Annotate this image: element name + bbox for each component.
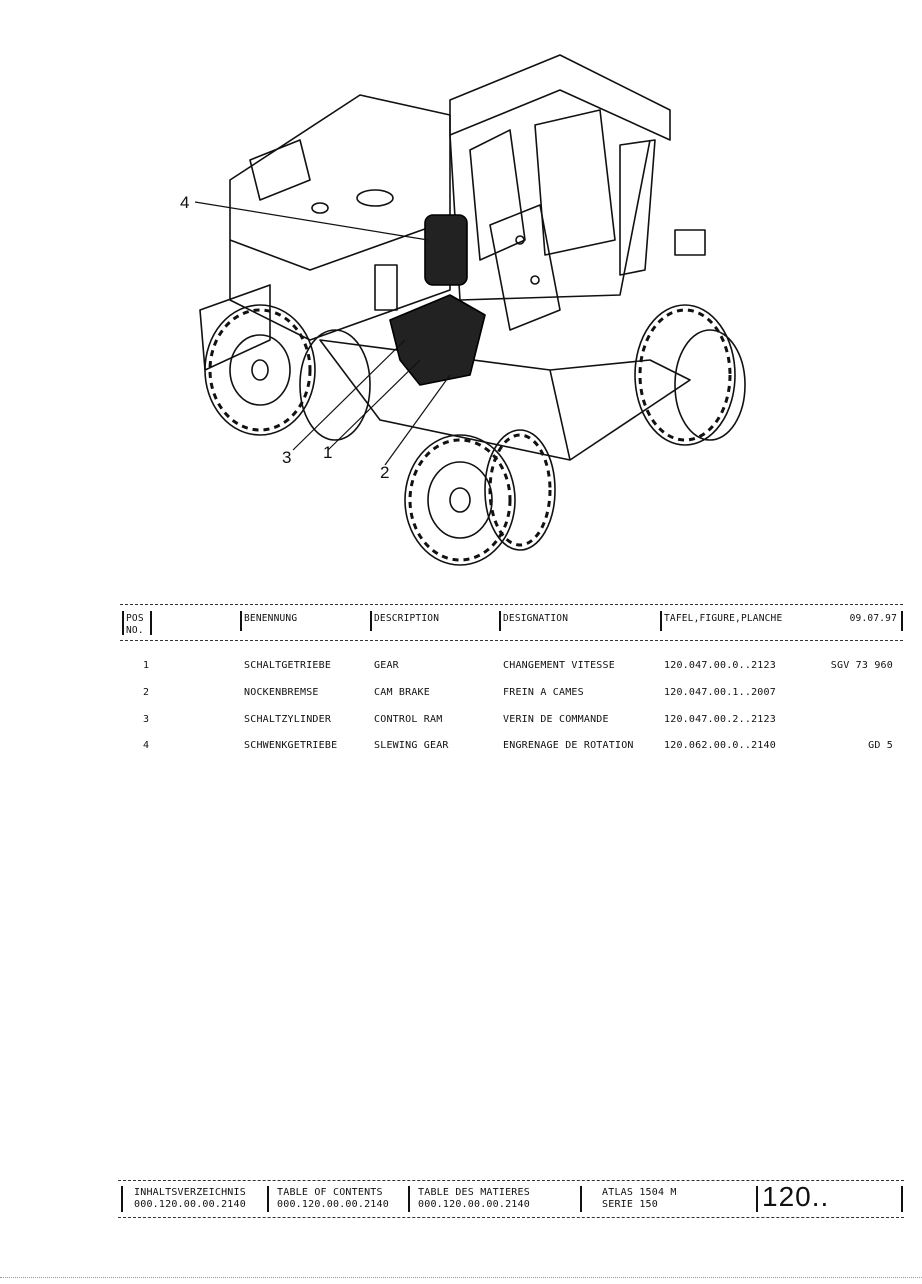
row-tafel: 120.047.00.1..2007 [664, 687, 776, 698]
cab-front-window [619, 139, 656, 276]
row-description: SLEWING GEAR [374, 740, 449, 751]
footer-top-rule [118, 1180, 904, 1181]
page-number: 120.. [762, 1181, 830, 1212]
wheel-front-left [404, 429, 556, 566]
boom-base [489, 204, 561, 331]
row-benennung: SCHALTZYLINDER [244, 714, 332, 725]
cab-door-window [469, 129, 526, 261]
header-no: NO. [126, 625, 144, 636]
header-tafel: TAFEL,FIGURE,PLANCHE [664, 613, 783, 624]
cab-roof [449, 54, 671, 141]
row-tafel: 120.062.00.0..2140 [664, 740, 776, 751]
mirror-left [374, 264, 398, 311]
row-description: GEAR [374, 660, 399, 671]
callout-3: 3 [282, 448, 292, 467]
row-tafel: 120.047.00.2..2123 [664, 714, 776, 725]
row-description: CONTROL RAM [374, 714, 443, 725]
footer-table-of-contents: TABLE OF CONTENTS [277, 1187, 383, 1198]
callout-2: 2 [380, 463, 390, 482]
header-top-rule [120, 604, 903, 605]
engine-grille [249, 139, 311, 201]
row-note: SGV 73 960 [830, 660, 893, 671]
row-benennung: SCHWENKGETRIEBE [244, 740, 338, 751]
excavator-illustration [194, 54, 746, 566]
cab-side-window [534, 109, 616, 256]
row-note: GD 5 [868, 740, 893, 751]
header-date: 09.07.97 [849, 613, 897, 624]
callout-4: 4 [180, 193, 190, 212]
header-designation: DESIGNATION [503, 613, 569, 624]
footer-code-1: 000.120.00.00.2140 [134, 1199, 246, 1210]
row-benennung: SCHALTGETRIEBE [244, 660, 332, 671]
mirror-icon [674, 229, 706, 256]
footer-table-des-matieres: TABLE DES MATIERES [418, 1187, 530, 1198]
row-designation: CHANGEMENT VITESSE [503, 660, 615, 671]
header-benennung: BENENNUNG [244, 613, 298, 624]
header-bottom-rule [120, 640, 903, 641]
row-tafel: 120.047.00.0..2123 [664, 660, 776, 671]
row-pos: 3 [143, 714, 150, 725]
engine-deck [229, 94, 451, 271]
gear-part [389, 294, 486, 386]
row-pos: 4 [143, 740, 150, 751]
row-designation: ENGRENAGE DE ROTATION [503, 740, 634, 751]
row-benennung: NOCKENBREMSE [244, 687, 319, 698]
row-description: CAM BRAKE [374, 687, 430, 698]
header-description: DESCRIPTION [374, 613, 440, 624]
footer-model: ATLAS 1504 M [602, 1187, 677, 1198]
scan-edge [0, 1277, 922, 1278]
wheel-rear-left [204, 304, 316, 436]
row-designation: FREIN A CAMES [503, 687, 584, 698]
slewing-gear-part [424, 214, 468, 286]
wheel-rear-right [299, 329, 371, 441]
wheel-front-right [634, 304, 746, 446]
footer-inhaltsverzeichnis: INHALTSVERZEICHNIS [134, 1187, 246, 1198]
callout-1: 1 [323, 443, 333, 462]
row-pos: 2 [143, 687, 150, 698]
footer-code-3: 000.120.00.00.2140 [418, 1199, 530, 1210]
tank-cap [356, 189, 394, 207]
footer-series: SERIE 150 [602, 1199, 658, 1210]
footer-code-2: 000.120.00.00.2140 [277, 1199, 389, 1210]
row-designation: VERIN DE COMMANDE [503, 714, 609, 725]
header-pos: POS [126, 613, 144, 624]
row-pos: 1 [143, 660, 150, 671]
footer-bottom-rule [118, 1217, 904, 1218]
dozer-blade [199, 284, 271, 371]
